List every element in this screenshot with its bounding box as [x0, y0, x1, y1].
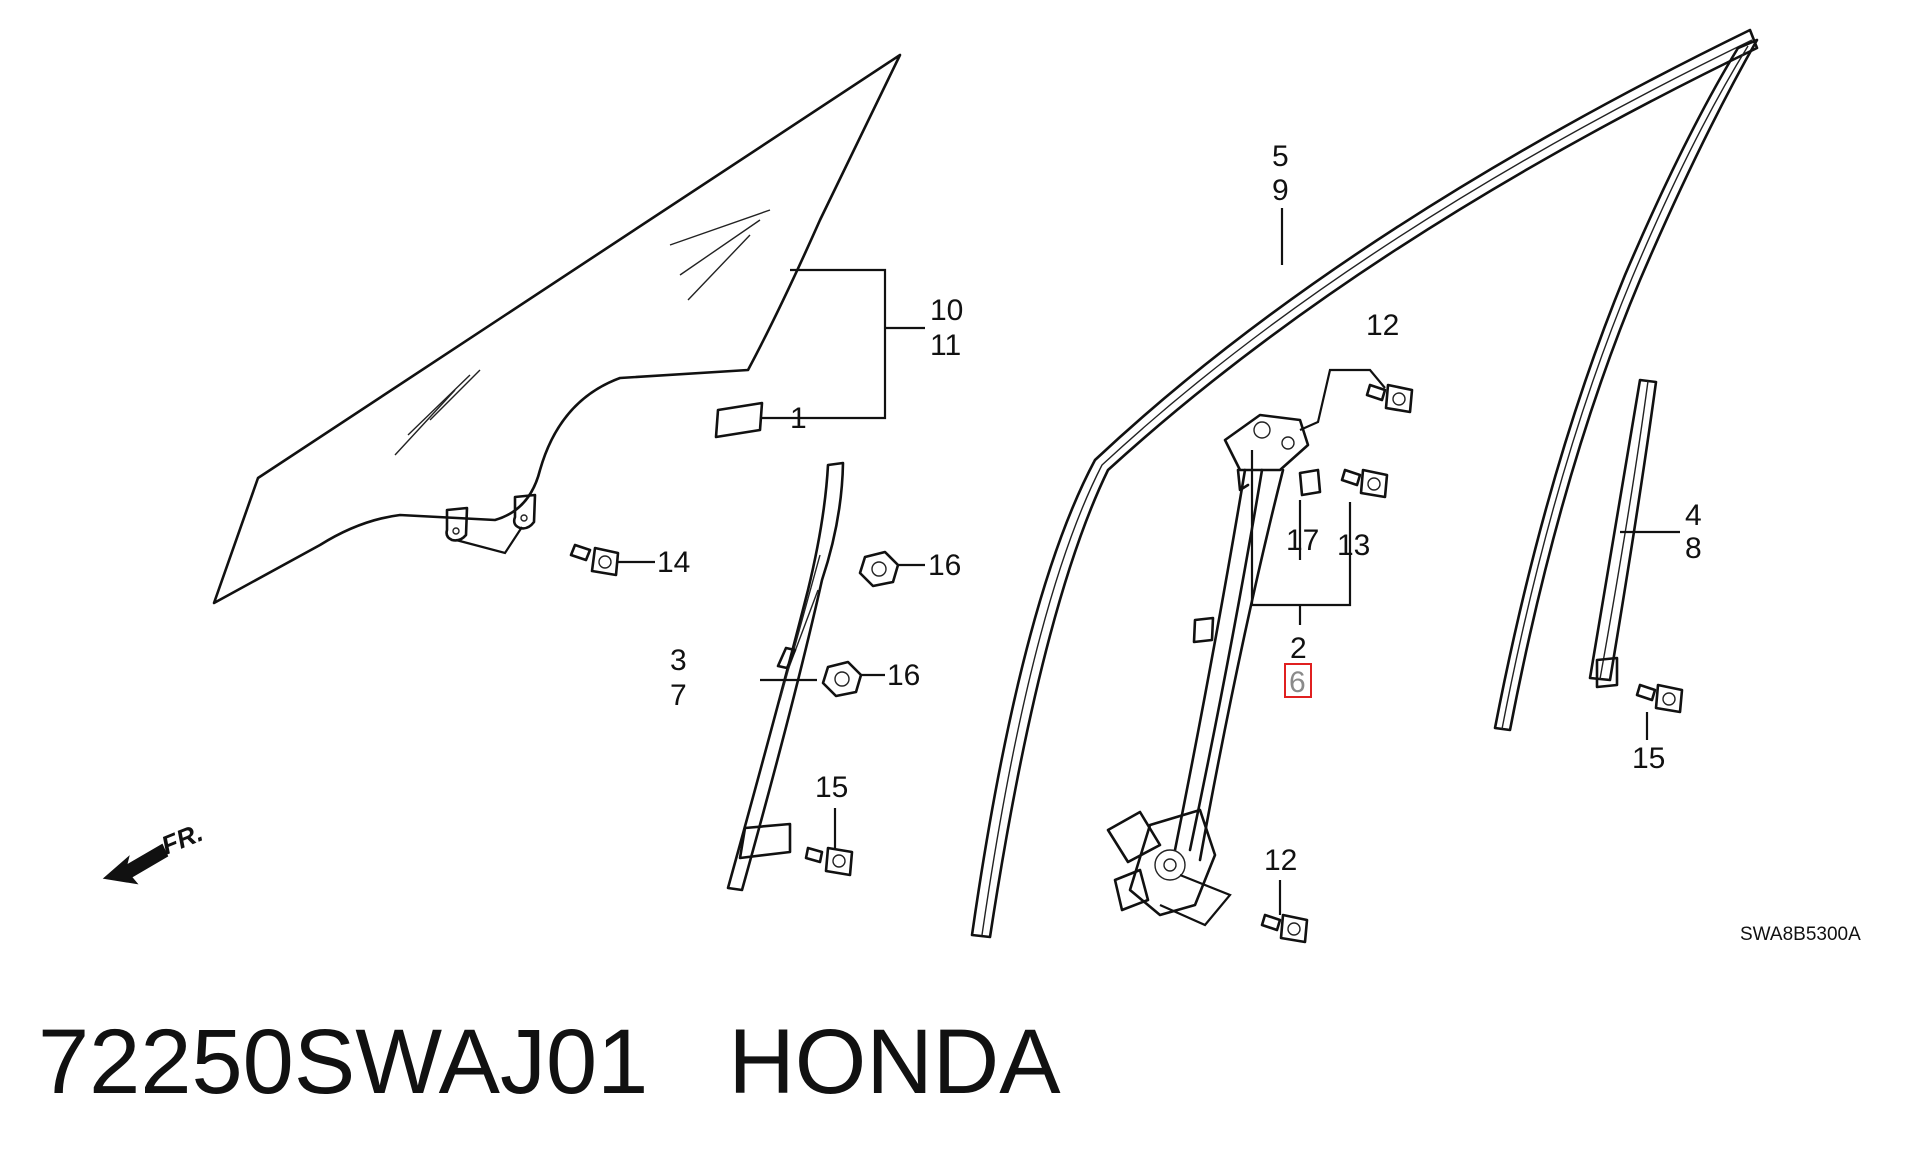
- callout-10: 10: [930, 294, 963, 327]
- callout-14: 14: [657, 546, 690, 579]
- callout-16-lower: 16: [887, 659, 920, 692]
- callout-4: 4: [1685, 499, 1702, 532]
- callout-15-right: 15: [1632, 742, 1665, 775]
- callout-5: 5: [1272, 140, 1289, 173]
- callout-2: 2: [1290, 632, 1307, 665]
- callout-13: 13: [1337, 529, 1370, 562]
- bolt-14: [569, 543, 620, 577]
- door-glass: [212, 53, 902, 605]
- callout-11: 11: [930, 329, 961, 362]
- callout-12-upper: 12: [1366, 309, 1399, 342]
- nut-16-lower: [821, 660, 863, 698]
- front-run-channel: [726, 461, 845, 892]
- part-number: 72250SWAJ01: [38, 1011, 649, 1113]
- diagram-code: SWA8B5300A: [1740, 924, 1861, 945]
- front-direction-arrow: FR.: [102, 817, 207, 885]
- rear-run-channel: [1588, 378, 1658, 689]
- brand-name: HONDA: [728, 1011, 1061, 1113]
- nut-16-upper: [858, 550, 900, 588]
- glass-mounting-brackets: [445, 493, 537, 542]
- callout-9: 9: [1272, 174, 1289, 207]
- bolt-15-left: [804, 846, 854, 877]
- callout-8: 8: [1685, 532, 1702, 565]
- footer: 72250SWAJ01 HONDA: [38, 1010, 1061, 1115]
- bolt-12-upper: [1365, 383, 1414, 414]
- window-regulator: [1106, 413, 1310, 917]
- rear-sash-frame: [1493, 38, 1759, 732]
- callout-15-left: 15: [815, 771, 848, 804]
- window-run-channel: [970, 28, 1759, 939]
- glass-label-sticker: [714, 401, 764, 439]
- leader-lines: [455, 208, 1680, 927]
- callout-7: 7: [670, 679, 687, 712]
- bolt-13: [1340, 468, 1389, 499]
- bolt-15-right: [1635, 683, 1684, 714]
- callout-6-highlighted: 6: [1289, 666, 1306, 699]
- clip-17: [1298, 468, 1322, 497]
- callout-12-lower: 12: [1264, 844, 1297, 877]
- callout-17: 17: [1286, 524, 1319, 557]
- callout-16-upper: 16: [928, 549, 961, 582]
- callout-1: 1: [790, 402, 807, 435]
- callout-3: 3: [670, 644, 687, 677]
- highlight-box: [1284, 663, 1312, 698]
- bolt-12-lower: [1260, 913, 1309, 944]
